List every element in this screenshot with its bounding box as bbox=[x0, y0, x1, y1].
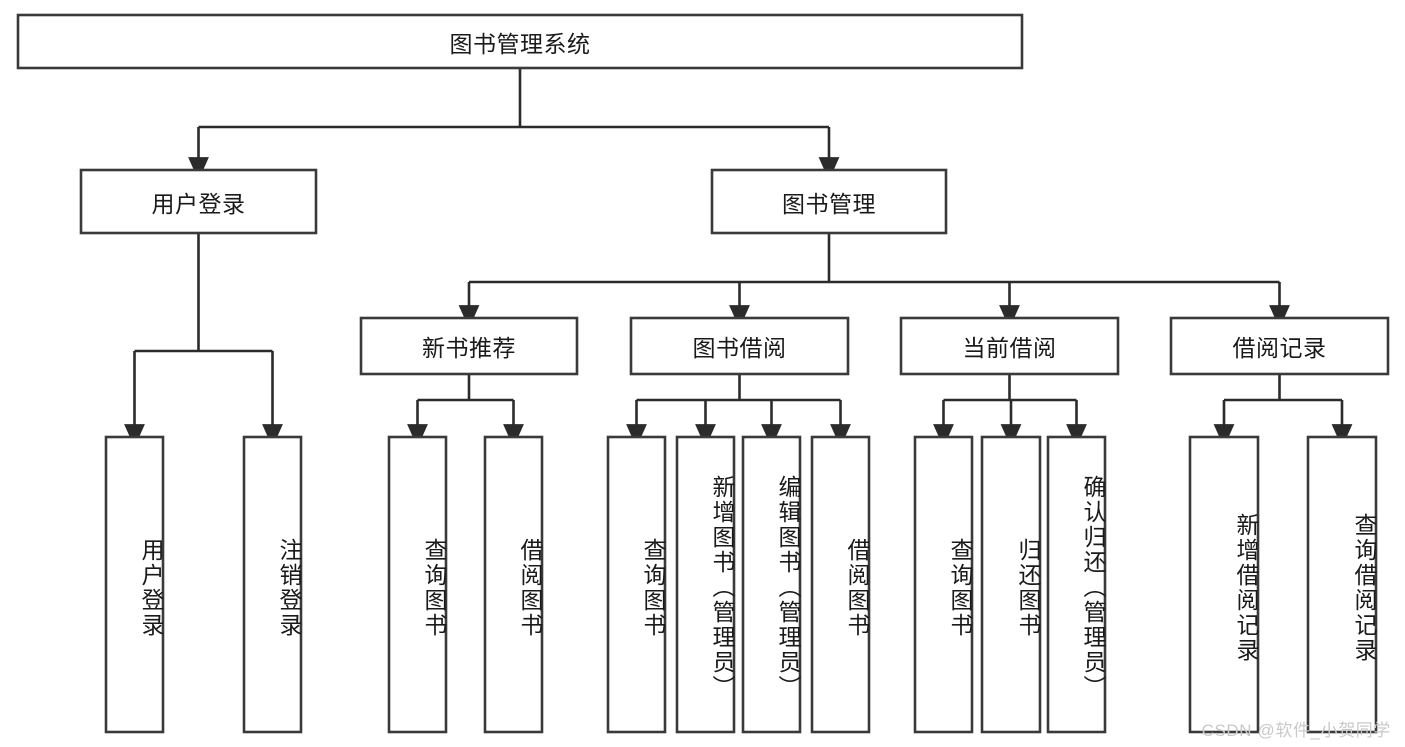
node-box-leaf-return-book[interactable] bbox=[980, 435, 1042, 734]
node-box-layer bbox=[16, 13, 1390, 734]
node-box-root[interactable] bbox=[16, 13, 1024, 70]
connector-layer bbox=[124, 68, 1353, 448]
node-box-user-login[interactable] bbox=[79, 168, 318, 235]
node-box-leaf-query-book-borrow[interactable] bbox=[606, 435, 667, 734]
node-box-leaf-edit-book-admin[interactable] bbox=[741, 435, 802, 734]
node-box-new-book-recommend[interactable] bbox=[359, 316, 579, 376]
node-box-leaf-query-borrow-record[interactable] bbox=[1306, 435, 1378, 734]
node-box-book-borrow[interactable] bbox=[629, 316, 850, 376]
node-box-leaf-logout-login[interactable] bbox=[242, 435, 303, 734]
node-box-leaf-borrow-book-rec[interactable] bbox=[483, 435, 544, 734]
node-box-leaf-borrow-book[interactable] bbox=[810, 435, 871, 734]
node-box-borrow-record[interactable] bbox=[1169, 316, 1390, 376]
node-box-leaf-confirm-return-admin[interactable] bbox=[1046, 435, 1107, 734]
node-box-leaf-add-borrow-record[interactable] bbox=[1188, 435, 1260, 734]
node-box-current-borrow[interactable] bbox=[899, 316, 1120, 376]
node-box-leaf-query-book-rec[interactable] bbox=[387, 435, 448, 734]
watermark: CSDN @软件_小贺同学 bbox=[1201, 721, 1391, 740]
node-box-book-manage[interactable] bbox=[710, 168, 948, 235]
node-box-leaf-query-book-current[interactable] bbox=[913, 435, 974, 734]
node-box-leaf-user-login[interactable] bbox=[104, 435, 165, 734]
node-box-leaf-add-book-admin[interactable] bbox=[675, 435, 736, 734]
